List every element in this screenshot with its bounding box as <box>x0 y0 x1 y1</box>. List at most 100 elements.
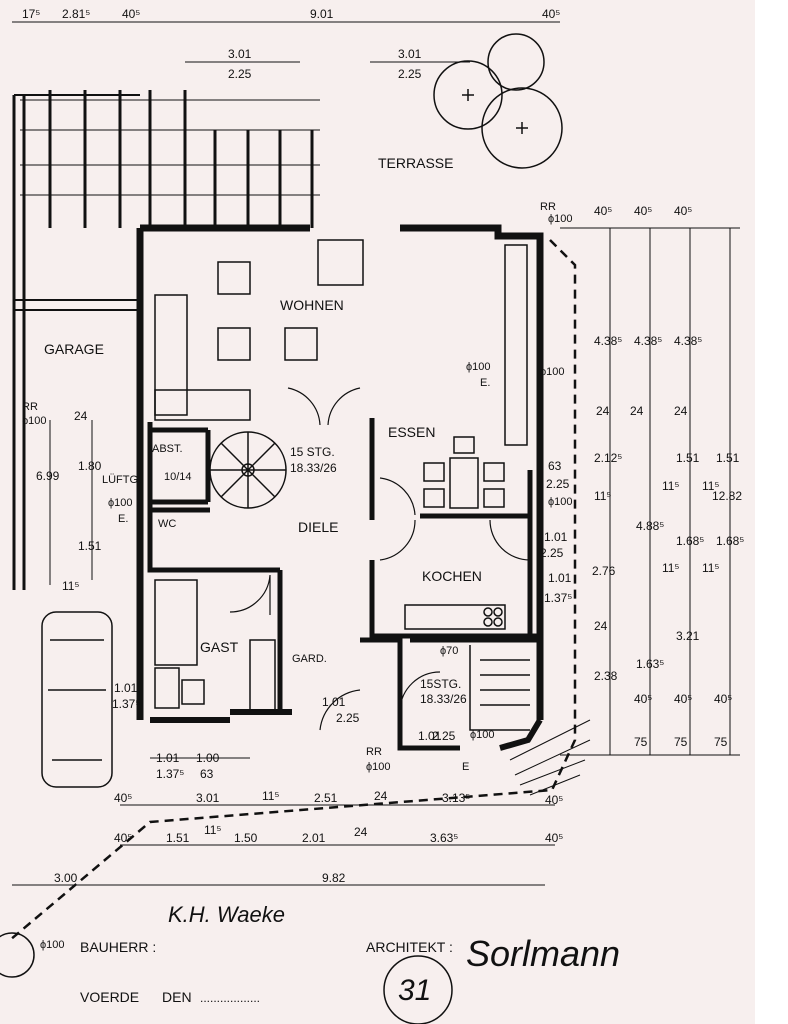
dim-left-1: 24 <box>74 409 88 423</box>
trees <box>433 33 563 169</box>
dim-left-3: 1.51 <box>78 539 102 553</box>
e-left-size: ϕ100 <box>108 497 133 509</box>
room-label-essen: ESSEN <box>388 424 435 440</box>
dim-col-c-8: 3.21 <box>676 629 700 643</box>
door-swings <box>229 387 531 731</box>
dim-kochen-window-b-1: 1.01 <box>548 571 572 585</box>
room-label-abst: ABST. <box>152 443 183 455</box>
dim-kochen-window-b-2: 1.37⁵ <box>544 591 572 605</box>
car-outline <box>41 611 113 788</box>
dim-bottom-r2-1: 40⁵ <box>114 831 132 845</box>
den-value: .................. <box>200 991 260 1005</box>
bauherr-value: K.H. Waeke <box>168 902 285 927</box>
phi-100-bottom: ϕ100 <box>470 729 495 741</box>
dim-top-4: 9.01 <box>310 7 334 21</box>
e-left: E. <box>118 513 128 525</box>
dim-kochen-height: 2.76 <box>592 564 616 578</box>
dim-col-c-1: 40⁵ <box>674 204 692 218</box>
dim-door-b-1: 1.01 <box>418 729 442 743</box>
wohnen-furniture <box>154 239 528 446</box>
dim-kochen-window-a-2: 2.25 <box>540 546 564 560</box>
dim-col-c-5: 11⁵ <box>702 479 719 493</box>
dim-col-b-5: 11⁵ <box>662 479 679 493</box>
architekt-signature: Sorlmann <box>466 933 620 974</box>
dim-bottom-r2-6: 24 <box>354 825 368 839</box>
dim-bottom-r1-7: 40⁵ <box>545 793 563 807</box>
dim-col-c-7: 11⁵ <box>702 561 719 575</box>
dim-col-a-4: 2.12⁵ <box>594 451 622 465</box>
rr-left-size: ϕ100 <box>22 415 47 427</box>
dim-bottom-total: 9.82 <box>322 871 346 885</box>
dim-bottom-r2-5: 2.01 <box>302 831 326 845</box>
exterior-walls <box>12 90 544 751</box>
dim-col-a-10: 75 <box>634 735 648 749</box>
room-label-wohnen: WOHNEN <box>280 297 344 313</box>
room-label-diele: DIELE <box>298 519 338 535</box>
dim-col-a-6: 4.88⁵ <box>636 519 664 533</box>
stair-lower <box>469 645 530 731</box>
e-right-size: ϕ100 <box>548 496 573 508</box>
room-label-wc: WC <box>158 518 176 530</box>
stair-lower-steps: 15STG. <box>420 677 461 691</box>
dim-col-c-6: 1.68⁵ <box>716 534 744 548</box>
dim-window-b-bottom: 2.25 <box>398 67 422 81</box>
dim-window-a-top: 3.01 <box>228 47 252 61</box>
e-bottom: E <box>462 761 469 773</box>
rr-top-size: ϕ100 <box>548 213 573 225</box>
dim-col-b-6: 1.68⁵ <box>676 534 704 548</box>
dim-bottom-total-left: 3.00 <box>54 871 78 885</box>
spiral-stair-upper <box>209 431 287 509</box>
dim-bottom-r1-5: 24 <box>374 789 388 803</box>
dim-top-5: 40⁵ <box>542 7 560 21</box>
floor-plan-sheet: TERRASSE WOHNEN ESSEN DIELE KOCHEN GAST … <box>0 0 755 1024</box>
gast-furniture <box>154 579 276 711</box>
dim-top-2: 2.81⁵ <box>62 7 90 21</box>
room-label-gast: GAST <box>200 639 239 655</box>
room-label-lueftg: LÜFTG. <box>102 474 141 486</box>
dim-bottom-small-3: 1.37⁵ <box>156 767 184 781</box>
room-label-terrasse: TERRASSE <box>378 155 453 171</box>
interior-walls <box>147 418 540 751</box>
dim-bottom-r2-7: 3.63⁵ <box>430 831 458 845</box>
dim-bottom-r2-2: 1.51 <box>166 831 190 845</box>
dim-left-window-1: 1.01 <box>114 681 138 695</box>
dim-bottom-r1-3: 11⁵ <box>262 789 279 803</box>
stair-lower-ratio: 18.33/26 <box>420 692 467 706</box>
rr-bottom-size: ϕ100 <box>366 761 391 773</box>
scan-margin <box>755 0 788 1024</box>
dim-bottom-r1-2: 3.01 <box>196 791 220 805</box>
dim-col-b-9: 40⁵ <box>674 692 692 706</box>
dim-col-a-5: 11⁵ <box>594 489 611 503</box>
essen-table <box>423 436 505 509</box>
dim-door-a-2: 2.25 <box>336 711 360 725</box>
dim-col-a-3: 24 <box>596 404 610 418</box>
dim-left-2: 1.80 <box>78 459 102 473</box>
abst-size: 10/14 <box>164 471 192 483</box>
rr-bottom: RR <box>366 746 382 758</box>
dim-bottom-r2-8: 40⁵ <box>545 831 563 845</box>
dim-col-b-8: 1.63⁵ <box>636 657 664 671</box>
kitchen-counter <box>404 604 506 630</box>
dim-garage-length: 6.99 <box>36 469 60 483</box>
dim-col-a-9: 40⁵ <box>634 692 652 706</box>
dim-col-c-3: 24 <box>674 404 688 418</box>
dim-col-a-8: 2.38 <box>594 669 618 683</box>
hatched-shrub <box>509 719 591 796</box>
room-label-garage: GARAGE <box>44 341 104 357</box>
dim-window-b-top: 3.01 <box>398 47 422 61</box>
dim-bottom-r1-4: 2.51 <box>314 791 338 805</box>
rr-top: RR <box>540 201 556 213</box>
dim-kochen-window-a-1: 1.01 <box>544 530 568 544</box>
stair-upper-steps: 15 STG. <box>290 445 335 459</box>
dim-col-b-1: 40⁵ <box>634 204 652 218</box>
dim-col-a-2: 4.38⁵ <box>594 334 622 348</box>
dim-left-4: 11⁵ <box>62 579 79 593</box>
dim-top-3: 40⁵ <box>122 7 140 21</box>
phi-right: ϕ100 <box>540 366 565 378</box>
dim-left-window-2: 1.37⁵ <box>112 697 140 711</box>
dim-right-total: 12.82 <box>712 489 742 503</box>
dim-col-b-7: 11⁵ <box>662 561 679 575</box>
stair-upper-ratio: 18.33/26 <box>290 461 337 475</box>
dim-bottom-r2-4: 1.50 <box>234 831 258 845</box>
phi-70: ϕ70 <box>440 645 458 657</box>
